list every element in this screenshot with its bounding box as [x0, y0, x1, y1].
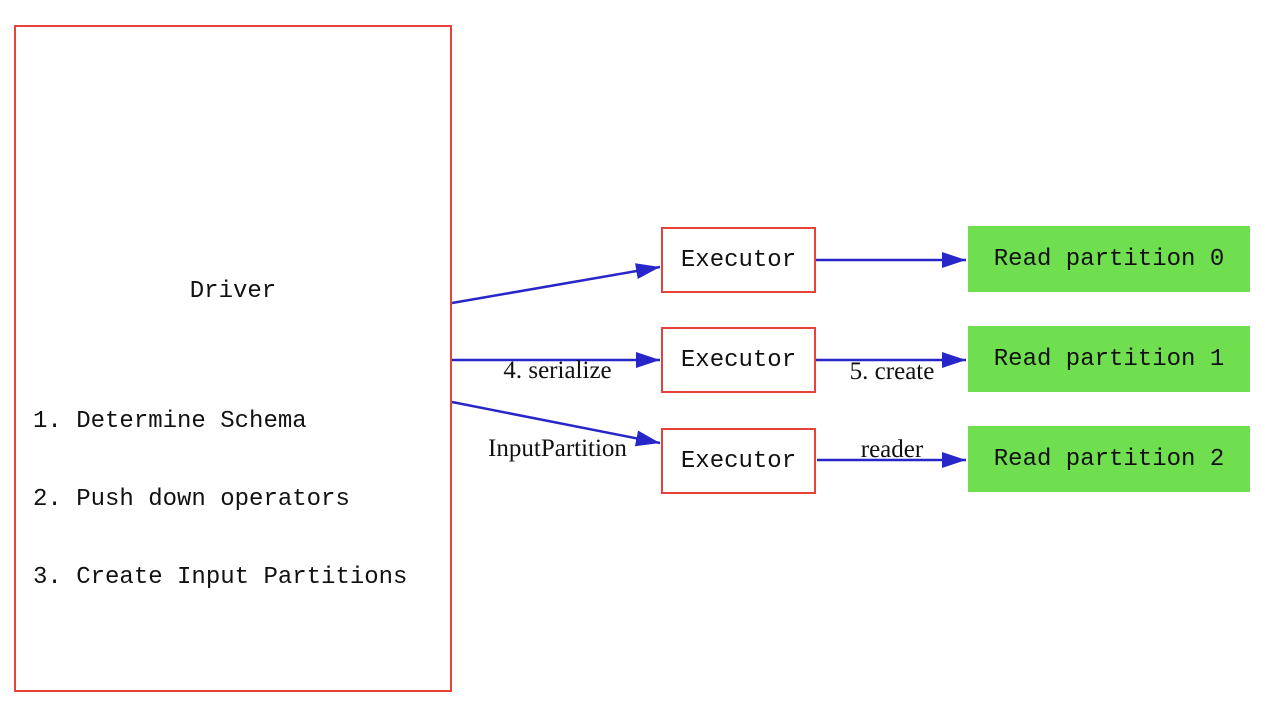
executor-box-0: Executor [661, 227, 816, 293]
edge-label-serialize-inputpartition: 4. serialize InputPartition [455, 306, 660, 514]
driver-step-2: 2. Push down operators [33, 486, 350, 513]
edge-label-create-reader: 5. create reader [818, 307, 966, 515]
read-partition-box-0: Read partition 0 [968, 226, 1250, 292]
arrow-driver-to-executor-0 [451, 263, 661, 305]
edge-label-serialize-line2: InputPartition [488, 435, 627, 462]
edge-label-create-reader-line2: reader [860, 436, 924, 463]
driver-box [14, 25, 452, 692]
driver-title: Driver [189, 278, 277, 305]
read-partition-box-2: Read partition 2 [968, 426, 1250, 492]
executor-box-1: Executor [661, 327, 816, 393]
driver-step-3: 3. Create Input Partitions [33, 564, 408, 591]
edge-label-serialize-line1: 4. serialize [503, 357, 612, 384]
driver-step-1: 1. Determine Schema [33, 408, 307, 435]
driver-steps: 1. Determine Schema 2. Push down operato… [33, 357, 407, 643]
read-partition-box-1: Read partition 1 [968, 326, 1250, 392]
edge-label-create-reader-line1: 5. create [849, 358, 935, 385]
executor-box-2: Executor [661, 428, 816, 494]
